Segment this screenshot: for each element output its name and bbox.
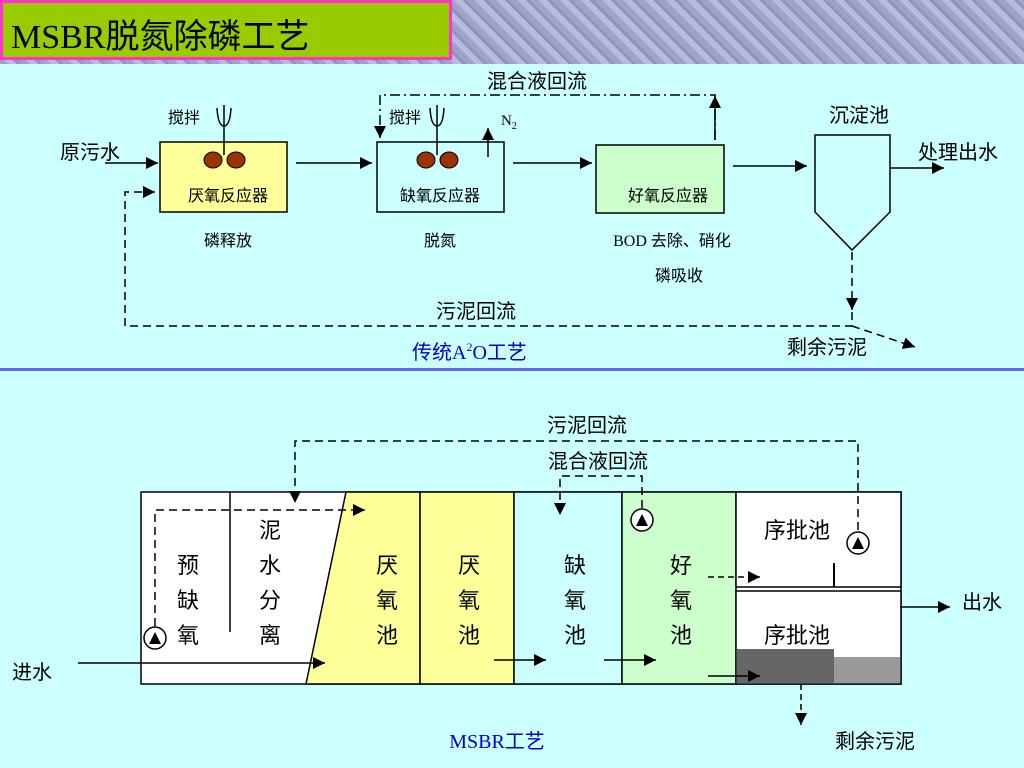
- msbr-caption: MSBR工艺: [449, 730, 545, 753]
- sludge-layer-dark: [737, 649, 834, 683]
- a2o-anaerobic-label: 厌氧反应器: [188, 186, 268, 205]
- anoxic-char-3: 池: [564, 623, 586, 648]
- aerobic-char-2: 氧: [670, 588, 692, 613]
- a2o-mixed-return-label: 混合液回流: [487, 70, 587, 93]
- anoxic-char-1: 缺: [564, 553, 586, 578]
- pump-triangle-1: [149, 632, 161, 644]
- separation-char-1: 泥: [259, 518, 281, 543]
- a2o-stir-label-1: 搅拌: [168, 109, 200, 127]
- sbr-top-label: 序批池: [764, 518, 830, 543]
- a2o-anoxic-label: 缺氧反应器: [400, 186, 480, 205]
- a2o-sludge-return-label: 污泥回流: [436, 300, 516, 323]
- stirrer-icon-2: [429, 107, 445, 127]
- a2o-caption: 传统A2O工艺: [412, 340, 527, 364]
- msbr-sludge-return-label: 污泥回流: [547, 414, 627, 437]
- stirrer-icon-1: [216, 107, 232, 127]
- a2o-anaerobic-func: 磷释放: [204, 232, 252, 250]
- a2o-aerobic-func-1: BOD 去除、硝化: [613, 232, 731, 250]
- a2o-sludge-return-line: [124, 186, 853, 327]
- anaerobic1-char-3: 池: [376, 623, 398, 648]
- a2o-stir-label-2: 搅拌: [389, 109, 421, 127]
- a2o-anoxic-reactor: [376, 141, 505, 213]
- anoxic-char-2: 氧: [564, 588, 586, 613]
- mixed-return-line: [374, 94, 716, 140]
- anaerobic2-char-2: 氧: [458, 588, 480, 613]
- aerobic-char-3: 池: [670, 623, 692, 648]
- a2o-anoxic-func: 脱氮: [424, 232, 456, 250]
- sludge-layer-light: [834, 657, 900, 683]
- msbr-mixed-return-label: 混合液回流: [548, 450, 648, 473]
- separation-char-4: 离: [259, 623, 281, 648]
- msbr-influent-label: 进水: [12, 661, 52, 684]
- a2o-clarifier: [814, 134, 891, 252]
- anaerobic1-char-2: 氧: [376, 588, 398, 613]
- anaerobic2-char-3: 池: [458, 623, 480, 648]
- msbr-sludge-return-line: [289, 440, 859, 530]
- msbr-anaerobic-tank-2: [419, 491, 515, 685]
- msbr-excess-sludge-label: 剩余污泥: [835, 730, 915, 753]
- section-divider: [0, 368, 1024, 371]
- a2o-excess-sludge-arrow: [851, 325, 916, 349]
- impeller-right-2: [439, 151, 459, 169]
- pre-anoxic-char-2: 缺: [177, 588, 199, 613]
- impeller-left-1: [203, 151, 223, 169]
- impeller-left-2: [416, 151, 436, 169]
- pre-anoxic-char-3: 氧: [177, 623, 199, 648]
- a2o-aerobic-label: 好氧反应器: [628, 186, 708, 205]
- msbr-effluent-label: 出水: [962, 591, 1002, 614]
- pre-anoxic-char-1: 预: [177, 553, 199, 578]
- pump-triangle-2: [636, 514, 648, 526]
- a2o-aerobic-func-2: 磷吸收: [655, 267, 703, 285]
- msbr-mixed-return-line: [554, 475, 643, 515]
- aerobic-char-1: 好: [670, 553, 692, 578]
- a2o-influent-label: 原污水: [60, 141, 120, 164]
- a2o-excess-sludge-label: 剩余污泥: [787, 336, 867, 359]
- a2o-effluent-label: 处理出水: [918, 141, 998, 164]
- a2o-aerobic-reactor: [595, 144, 725, 214]
- pump-triangle-3: [852, 537, 864, 549]
- anaerobic1-char-1: 厌: [376, 553, 398, 578]
- n2-label: N2: [501, 113, 517, 132]
- impeller-right-1: [226, 151, 246, 169]
- a2o-settler-label: 沉淀池: [829, 104, 889, 127]
- msbr-sbr-tank-top: [735, 491, 902, 588]
- separation-char-3: 分: [259, 588, 281, 613]
- anaerobic2-char-1: 厌: [458, 553, 480, 578]
- separation-char-2: 水: [259, 553, 281, 578]
- sbr-bottom-label: 序批池: [764, 623, 830, 648]
- title-box: MSBR脱氮除磷工艺: [0, 0, 452, 60]
- page-title: MSBR脱氮除磷工艺: [11, 19, 310, 56]
